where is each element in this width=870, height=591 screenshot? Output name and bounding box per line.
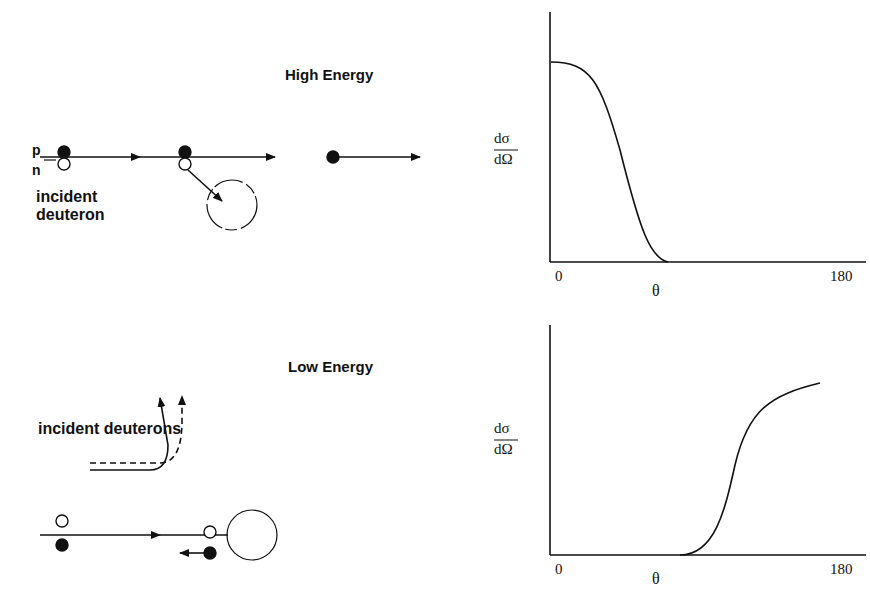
tick-label: 180 bbox=[830, 561, 853, 578]
axis-label: dσ bbox=[494, 130, 510, 147]
axis-label: dσ bbox=[494, 420, 510, 437]
neutron-label: n bbox=[32, 162, 41, 178]
tick-label: 0 bbox=[555, 268, 563, 285]
axis-label: dΩ bbox=[494, 151, 513, 168]
axis-label: θ bbox=[652, 570, 660, 588]
beam-label: incident deuteron bbox=[36, 188, 116, 225]
panel-title: High Energy bbox=[285, 66, 373, 83]
proton-label: p bbox=[32, 142, 41, 158]
tick-label: 180 bbox=[830, 268, 853, 285]
beam-label: incident deuterons bbox=[38, 420, 181, 438]
tick-label: 0 bbox=[555, 561, 563, 578]
axis-label: dΩ bbox=[494, 441, 513, 458]
axis-label: θ bbox=[652, 282, 660, 300]
panel-title: Low Energy bbox=[288, 358, 373, 375]
